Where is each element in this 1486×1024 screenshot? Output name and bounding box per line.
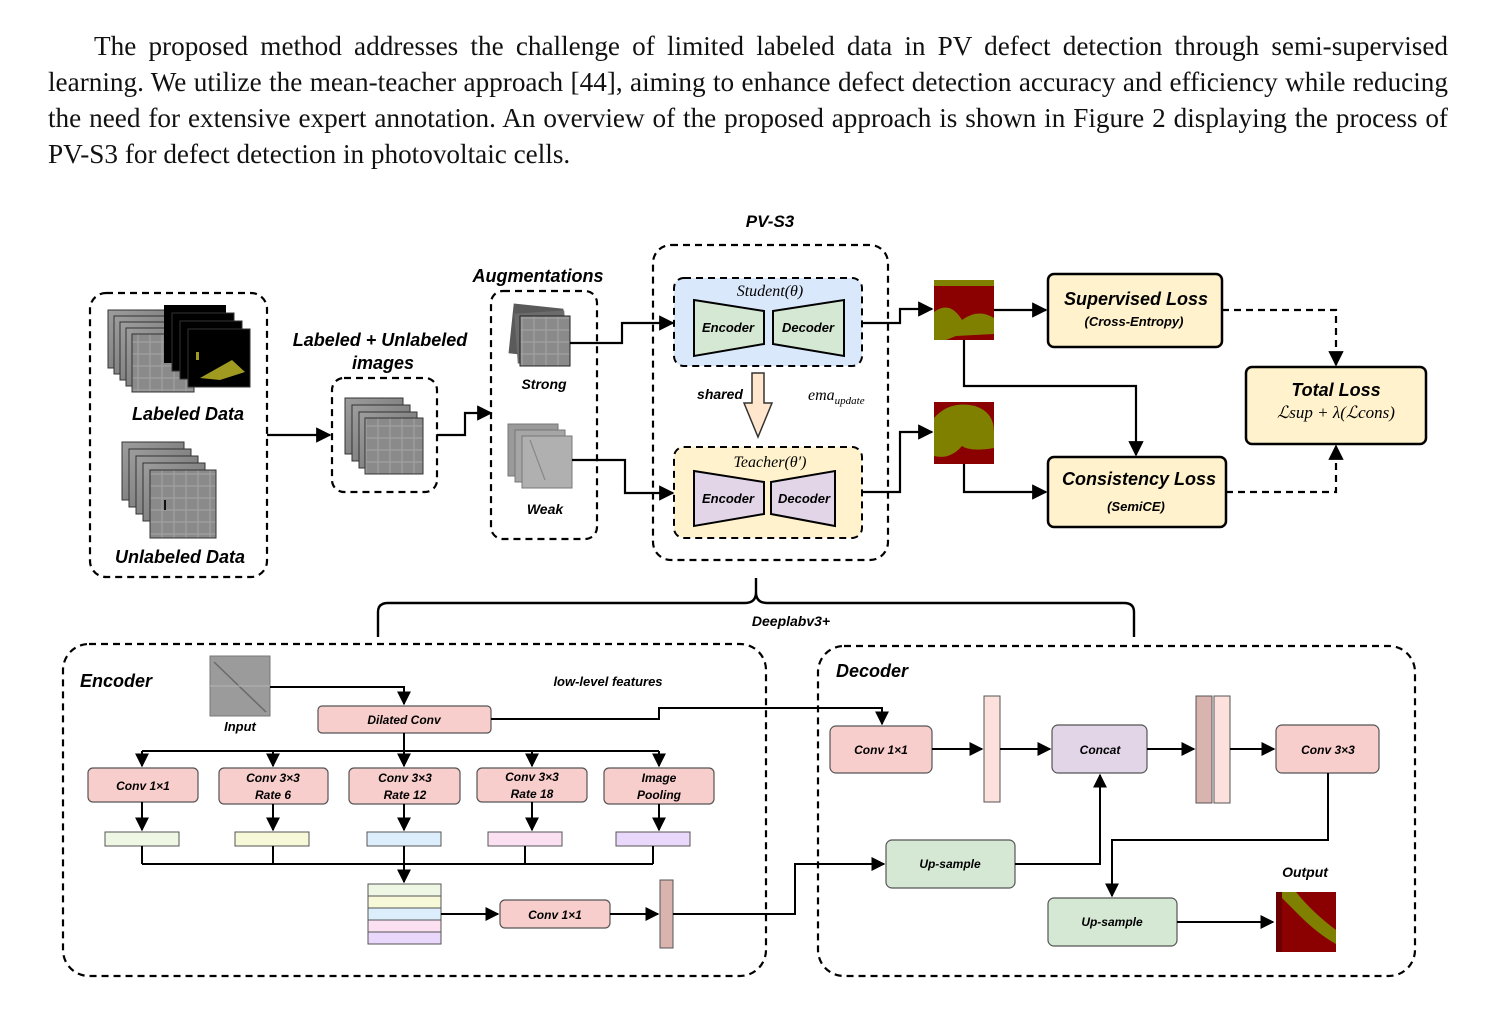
consistency-loss-title: Consistency Loss <box>1062 469 1216 489</box>
consistency-loss-subtitle: (SemiCE) <box>1107 499 1165 514</box>
arrow-teacher-pred-to-consistency <box>962 464 1048 500</box>
teacher-decoder-label: Decoder <box>778 491 831 506</box>
concat-feature-b <box>1213 695 1231 804</box>
output-label: Output <box>1282 864 1329 880</box>
feature-bar <box>104 831 180 847</box>
decoder-conv3-label: Conv 3×3 <box>1301 743 1355 757</box>
branch-label: Conv 3×3 <box>378 771 432 785</box>
consistency-loss-box <box>1046 455 1228 529</box>
total-loss-title: Total Loss <box>1291 380 1380 400</box>
student-encoder-shape <box>693 298 765 358</box>
decoder-panel <box>816 644 1417 978</box>
encoder-panel <box>61 642 768 978</box>
branch-label: Conv 3×3 <box>246 771 300 785</box>
shared-label: shared <box>697 386 743 402</box>
student-title: Student(θ) <box>737 283 804 300</box>
arrow-low-level-to-decoder <box>491 707 889 726</box>
intro-paragraph: The proposed method addresses the challe… <box>48 28 1448 172</box>
arrow-student-to-pred <box>862 301 934 325</box>
branch-sublabel: Pooling <box>637 788 682 802</box>
feature-bar <box>366 831 442 847</box>
encoder-title: Encoder <box>80 671 153 691</box>
weak-label: Weak <box>527 501 565 517</box>
decoder-low-feature <box>983 695 1001 803</box>
concat-feature-a <box>1195 695 1213 804</box>
unlabeled-images-stack <box>121 441 217 539</box>
unlabeled-data-label: Unlabeled Data <box>115 547 245 567</box>
arrow-weak-to-teacher <box>572 458 675 501</box>
upsample2-label: Up-sample <box>1081 915 1143 929</box>
teacher-prediction-map <box>934 402 994 464</box>
decoder-title: Decoder <box>836 661 909 681</box>
arrow-encoder-to-upsample <box>673 857 886 915</box>
dilated-conv-label: Dilated Conv <box>367 713 442 727</box>
teacher-encoder-label: Encoder <box>702 491 755 506</box>
concat-label: Concat <box>1080 743 1122 757</box>
student-decoder-shape <box>772 298 845 358</box>
ema-update-arrow <box>742 372 774 439</box>
arrow-consistency-to-total <box>1226 444 1344 494</box>
arrow-teacher-to-pred <box>862 424 934 494</box>
feature-bar <box>615 831 691 847</box>
arrow-student-pred-to-consistency <box>962 340 1144 457</box>
decoder-conv1-label: Conv 1×1 <box>854 743 908 757</box>
pv-s3-box <box>651 243 890 562</box>
branch-sublabel: Rate 12 <box>384 788 427 802</box>
student-prediction-map <box>934 280 994 340</box>
student-encoder-label: Encoder <box>702 320 755 335</box>
student-decoder-label: Decoder <box>782 320 835 335</box>
branch-sublabel: Rate 6 <box>255 788 291 802</box>
encoder-conv-out-label: Conv 1×1 <box>528 908 582 922</box>
teacher-encoder-shape <box>693 469 765 528</box>
concatenated-features <box>367 883 442 945</box>
arrow-conv3-to-upsample2 <box>1105 773 1329 898</box>
combined-images-stack <box>344 397 424 475</box>
branch-label: Conv 1×1 <box>116 779 170 793</box>
output-segmentation-map <box>1276 892 1336 952</box>
arrow-supervised-to-total <box>1222 308 1344 367</box>
augmentations-title: Augmentations <box>471 266 603 286</box>
total-loss-box <box>1244 365 1428 446</box>
deeplab-label: Deeplabv3+ <box>752 613 830 629</box>
branch-sublabel: Rate 18 <box>511 787 554 801</box>
total-loss-formula: ℒsup + λ(ℒcons) <box>1277 403 1395 422</box>
feature-bar <box>234 831 310 847</box>
data-group-box <box>88 291 269 579</box>
pv-s3-title: PV-S3 <box>746 212 795 231</box>
labeled-masks-stack <box>164 305 251 388</box>
arrow-combined-to-aug <box>437 405 493 437</box>
teacher-title: Teacher(θ′) <box>734 454 807 471</box>
arrow-strong-to-student <box>570 315 675 345</box>
combined-label-line1: Labeled + Unlabeled <box>293 330 469 350</box>
ema-label: emaupdate <box>808 387 865 407</box>
supervised-loss-box <box>1046 272 1224 349</box>
labeled-data-label: Labeled Data <box>132 404 244 424</box>
labeled-images-stack <box>107 309 195 393</box>
input-label: Input <box>224 719 256 734</box>
supervised-loss-title: Supervised Loss <box>1064 289 1208 309</box>
branch-label: Conv 3×3 <box>505 770 559 784</box>
arrow-upsample1-to-concat <box>1015 773 1107 865</box>
paragraph-text: The proposed method addresses the challe… <box>48 31 1448 169</box>
deeplab-brace <box>376 578 1136 637</box>
low-level-features-label: low-level features <box>553 674 662 689</box>
arrow-input-to-dilated <box>270 686 411 706</box>
feature-bar <box>487 831 563 847</box>
weak-aug-images <box>507 423 573 489</box>
teacher-decoder-shape <box>770 469 836 528</box>
encoder-output-feature <box>659 879 674 949</box>
combined-label-line2: images <box>352 353 414 373</box>
strong-aug-images <box>508 303 571 367</box>
supervised-loss-subtitle: (Cross-Entropy) <box>1085 314 1184 329</box>
encoder-input-image <box>209 655 271 717</box>
branch-label: Image <box>642 771 677 785</box>
augmentations-box <box>489 289 599 541</box>
strong-label: Strong <box>521 376 567 392</box>
upsample1-label: Up-sample <box>919 857 981 871</box>
